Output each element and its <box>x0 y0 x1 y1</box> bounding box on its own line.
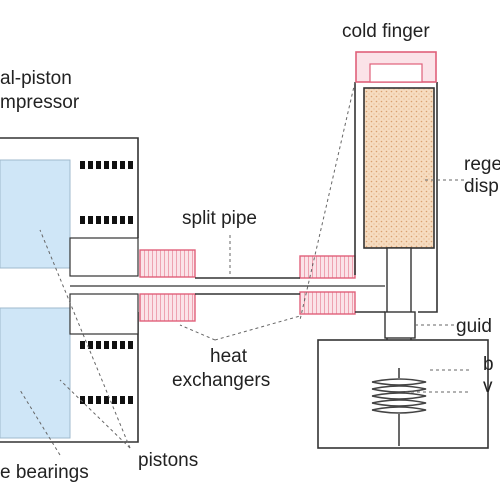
heat-exchanger-right-top <box>299 255 356 279</box>
buffer-label-line2: v <box>483 376 493 397</box>
upper-piston-rod <box>69 237 139 277</box>
heat-exchanger-left-top <box>139 249 196 278</box>
compressor-housing <box>0 137 139 443</box>
upper-piston <box>0 159 71 269</box>
guide <box>384 311 416 339</box>
displacer-spring <box>371 368 427 446</box>
buffer-volume <box>317 339 489 449</box>
guide-label: guid <box>456 316 492 337</box>
leader-lines <box>19 81 470 456</box>
compressor-label-line1: al-piston <box>0 68 72 89</box>
spring-coil <box>371 368 427 446</box>
cold-finger-label: cold finger <box>342 21 430 42</box>
heat-exchanger-right-bottom <box>299 291 356 315</box>
cold-finger-housing <box>354 82 438 313</box>
cold-tip <box>355 51 437 83</box>
bearings-label: e bearings <box>0 462 89 483</box>
buffer-label-line1: b <box>483 354 494 375</box>
pistons-label: pistons <box>138 450 198 471</box>
compressor-label-line2: mpressor <box>0 92 80 113</box>
regenerator-label-line2: disp <box>464 176 499 197</box>
regenerator-displacer <box>363 87 435 249</box>
split-pipe-label: split pipe <box>182 208 257 229</box>
lower-piston-rod <box>69 293 139 335</box>
heat-exchangers-label-line1: heat <box>210 346 248 367</box>
heat-exchanger-left-bottom <box>139 293 196 322</box>
regenerator-label-line1: rege <box>464 154 500 175</box>
lower-piston <box>0 307 71 439</box>
flexure-bearings <box>80 161 134 404</box>
split-pipe <box>70 277 385 295</box>
heat-exchangers-label-line2: exchangers <box>172 370 270 391</box>
